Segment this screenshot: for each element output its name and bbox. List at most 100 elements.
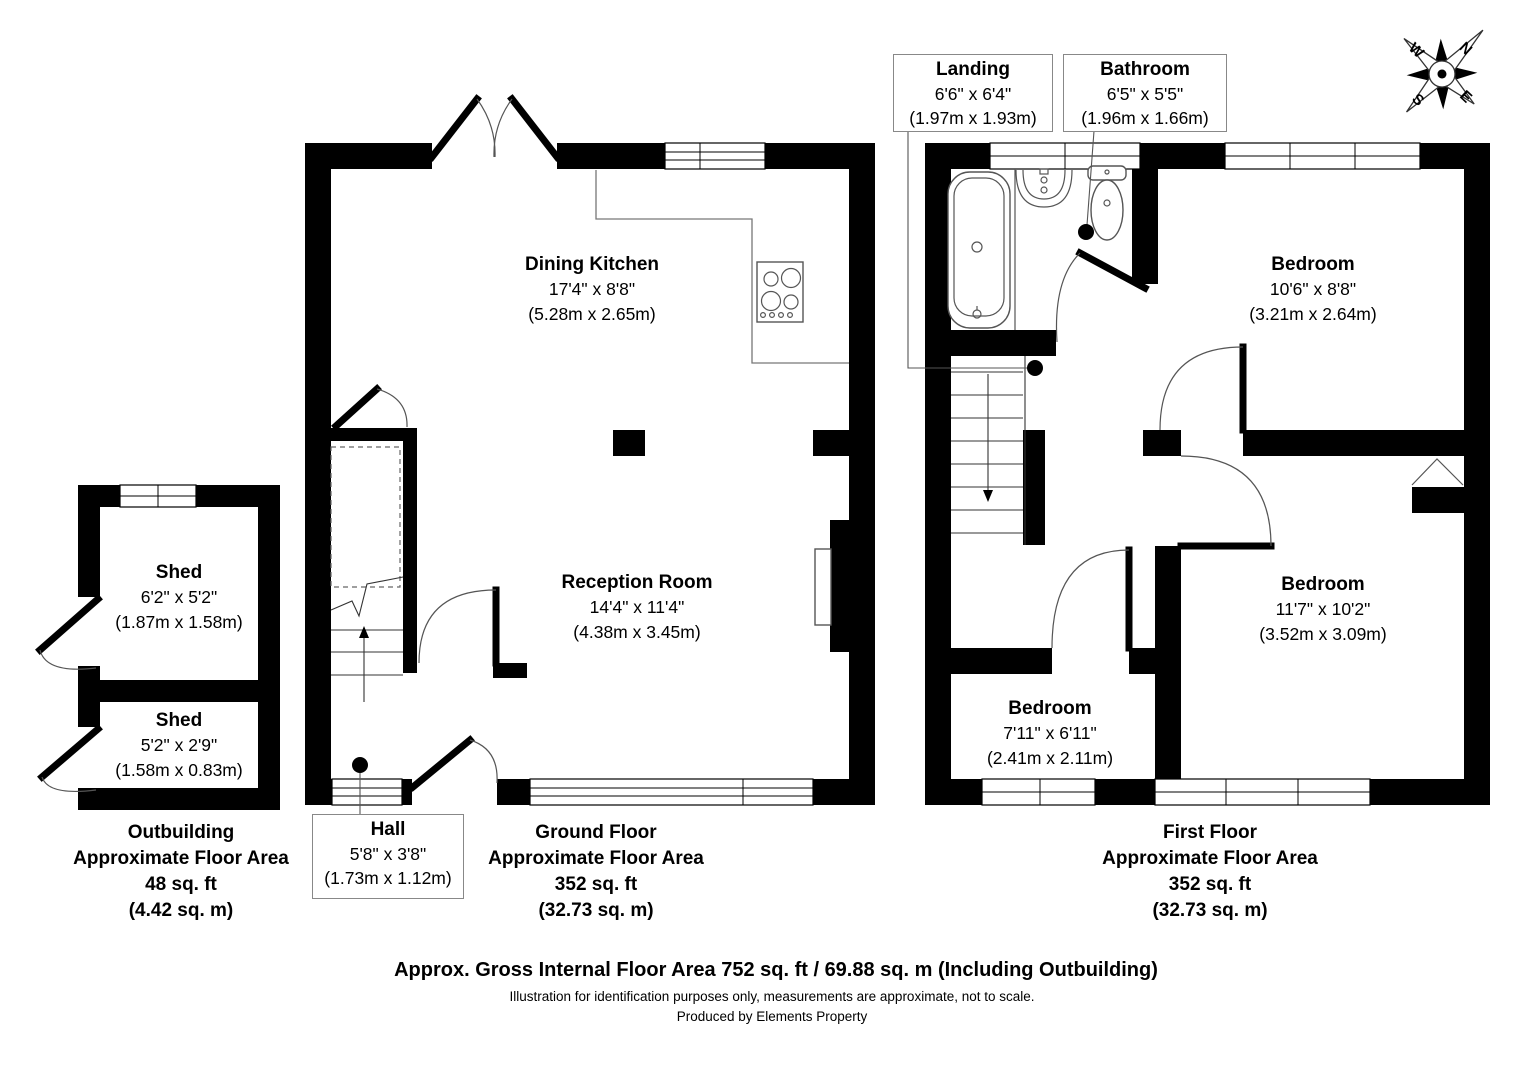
room-name: Reception Room [561, 572, 713, 593]
outbuilding-title: Outbuilding Approximate Floor Area 48 sq… [73, 820, 289, 924]
title-line: (32.73 sq. m) [538, 900, 654, 921]
title-line: (32.73 sq. m) [1152, 900, 1268, 921]
french-doors [427, 94, 562, 162]
title-line: (4.42 sq. m) [128, 900, 234, 921]
toilet [1087, 165, 1127, 241]
gross-area-text: Approx. Gross Internal Floor Area 752 sq… [394, 959, 1158, 981]
first-floor-plan [907, 130, 1490, 806]
first-floor-title: First Floor Approximate Floor Area 352 s… [1102, 820, 1318, 924]
title-line: Approximate Floor Area [1102, 848, 1318, 869]
front-door [408, 735, 498, 792]
bathroom-window [989, 142, 1141, 170]
room-dims-m: (1.97m x 1.93m) [909, 108, 1037, 128]
room-label-bedroom-top: Bedroom 10'6" x 8'8" (3.21m x 2.64m) [1249, 252, 1376, 327]
room-name: Shed [155, 562, 203, 583]
chimney-breast [830, 520, 875, 652]
room-dims-m: (3.21m x 2.64m) [1249, 304, 1377, 324]
room-name: Bathroom [1100, 59, 1190, 80]
cupboard-door [1411, 458, 1464, 486]
kitchen-counter [595, 170, 849, 364]
room-dims-ft: 5'8" x 3'8" [349, 844, 427, 864]
room-dims-m: (4.38m x 3.45m) [573, 622, 701, 642]
room-dims-m: (1.73m x 1.12m) [324, 868, 452, 888]
room-label-reception: Reception Room 14'4" x 11'4" (4.38m x 3.… [562, 570, 713, 645]
room-dims-ft: 14'4" x 11'4" [589, 597, 685, 617]
outbuilding-walls [78, 485, 280, 810]
title-line: Approximate Floor Area [73, 848, 289, 869]
bathroom-leader [1078, 130, 1095, 240]
room-label-dining-kitchen: Dining Kitchen 17'4" x 8'8" (5.28m x 2.6… [525, 252, 659, 327]
bathroom-door [1055, 248, 1150, 343]
landing-label-box: Landing 6'6" x 6'4" (1.97m x 1.93m) [893, 54, 1053, 132]
outbuilding-window [119, 484, 197, 508]
room-name: Dining Kitchen [524, 254, 660, 275]
room-label-shed1: Shed 6'2" x 5'2" (1.87m x 1.58m) [115, 560, 242, 635]
hob-icon [756, 261, 804, 323]
reception-window [529, 778, 814, 806]
bedroom-top-window [1224, 142, 1421, 170]
room-name: Bedroom [1008, 698, 1092, 719]
room-dims-m: (2.41m x 2.11m) [986, 748, 1114, 768]
hall-window [331, 778, 403, 806]
room-dims-ft: 6'2" x 5'2" [140, 587, 218, 607]
closet-door [331, 384, 408, 431]
reception-door [418, 586, 500, 667]
ground-floor-walls [305, 143, 875, 805]
compass-rose-icon: N E S W [1403, 29, 1484, 113]
bedroom-small-window [981, 778, 1096, 806]
room-dims-ft: 7'11" x 6'11" [1003, 723, 1097, 743]
title-line: 352 sq. ft [1168, 874, 1252, 895]
cupboard-wall [1412, 487, 1464, 513]
produced-by-text: Produced by Elements Property [676, 1009, 868, 1024]
room-label-shed2: Shed 5'2" x 2'9" (1.58m x 0.83m) [115, 708, 242, 783]
room-dims-ft: 11'7" x 10'2" [1275, 599, 1371, 619]
bathroom-label-box: Bathroom 6'5" x 5'5" (1.96m x 1.66m) [1063, 54, 1227, 132]
bathtub [947, 169, 1016, 330]
disclaimer-text: Illustration for identification purposes… [509, 989, 1035, 1004]
bedroom-top-door [1159, 343, 1247, 434]
ground-floor-plan [305, 94, 875, 814]
room-name: Bedroom [1271, 254, 1355, 275]
first-floor-stairs [951, 356, 1026, 545]
title-line: 48 sq. ft [145, 874, 217, 895]
room-name: Shed [155, 710, 203, 731]
room-label-bedroom-right: Bedroom 11'7" x 10'2" (3.52m x 3.09m) [1259, 572, 1386, 647]
room-name: Bedroom [1281, 574, 1365, 595]
room-dims-ft: 6'6" x 6'4" [934, 84, 1012, 104]
room-label-bedroom-small: Bedroom 7'11" x 6'11" (2.41m x 2.11m) [987, 696, 1113, 771]
stairs-up-arrow [359, 626, 369, 638]
room-dims-ft: 10'6" x 8'8" [1269, 279, 1357, 299]
title-line: Outbuilding [127, 822, 235, 843]
room-dims-m: (1.87m x 1.58m) [115, 612, 243, 632]
room-dims-ft: 17'4" x 8'8" [548, 279, 636, 299]
hall-leader [352, 757, 368, 814]
room-dims-m: (1.58m x 0.83m) [115, 760, 243, 780]
stairs-down-arrow [983, 490, 993, 502]
sink [1015, 168, 1073, 208]
bedroom-right-window [1154, 778, 1371, 806]
title-line: First Floor [1163, 822, 1257, 843]
room-dims-m: (3.52m x 3.09m) [1259, 624, 1387, 644]
outbuilding-plan [35, 484, 280, 810]
fireplace [814, 548, 832, 626]
room-dims-m: (5.28m x 2.65m) [528, 304, 656, 324]
shed-door [37, 724, 103, 793]
first-floor-walls [925, 143, 1490, 805]
kitchen-window [664, 142, 766, 170]
hall-label-box: Hall 5'8" x 3'8" (1.73m x 1.12m) [312, 814, 464, 899]
room-name: Landing [936, 59, 1010, 80]
ground-floor-title: Ground Floor Approximate Floor Area 352 … [488, 820, 704, 924]
title-line: Ground Floor [535, 822, 657, 843]
shed-door [35, 594, 103, 670]
room-dims-ft: 5'2" x 2'9" [140, 735, 218, 755]
room-dims-m: (1.96m x 1.66m) [1081, 108, 1209, 128]
bedroom-small-door [1051, 546, 1133, 652]
ground-stairs [330, 446, 404, 702]
landing-leader [907, 131, 1043, 376]
room-name: Hall [370, 819, 406, 840]
bedroom-right-door [1177, 455, 1275, 550]
title-line: 352 sq. ft [554, 874, 638, 895]
title-line: Approximate Floor Area [488, 848, 704, 869]
